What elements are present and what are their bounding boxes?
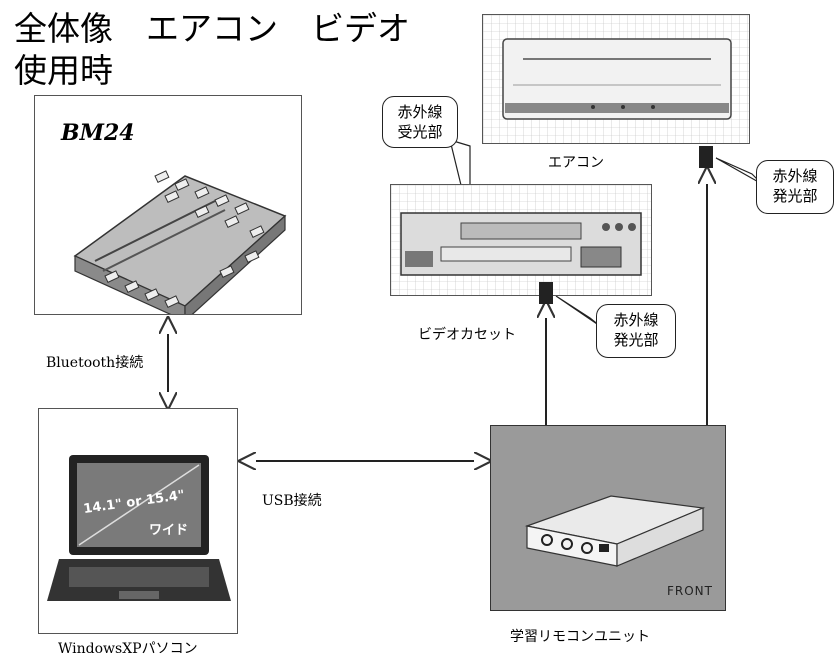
vcr-emitter-line1: 赤外線 <box>613 311 659 329</box>
vcr-image <box>391 185 651 295</box>
braille-display-model: BM24 <box>61 120 135 146</box>
vcr-emitter-pointer <box>555 295 601 327</box>
pc-screen-sub: ワイド <box>149 523 189 538</box>
braille-display-image <box>73 170 287 314</box>
braille-display-box: BM24 <box>34 95 302 315</box>
diagram-title: 全体像 エアコン ビデオ 使用時 <box>14 8 410 92</box>
title-line-2: 使用時 <box>14 51 113 90</box>
aircon-ir-emitter <box>699 146 713 168</box>
remote-unit-panel-text: FRONT <box>667 584 713 598</box>
ir-receiver-line2: 受光部 <box>397 123 443 141</box>
pc-box: 14.1" or 15.4" ワイド <box>38 408 238 634</box>
title-line-1: 全体像 エアコン ビデオ <box>14 9 410 48</box>
usb-label: USB接続 <box>262 493 322 509</box>
aircon-emitter-line1: 赤外線 <box>772 167 818 185</box>
ir-receiver-line1: 赤外線 <box>397 103 443 121</box>
vcr-ir-emitter-callout: 赤外線 発光部 <box>596 304 676 358</box>
aircon-ir-emitter-callout: 赤外線 発光部 <box>756 160 834 214</box>
pc-caption: WindowsXPパソコン <box>58 641 198 657</box>
bluetooth-label: Bluetooth接続 <box>46 355 144 371</box>
remote-unit-caption: 学習リモコンユニット <box>510 629 650 645</box>
aircon-emitter-line2: 発光部 <box>772 187 818 205</box>
vcr-box <box>390 184 652 296</box>
aircon-caption: エアコン <box>548 155 604 171</box>
pc-image <box>47 455 231 601</box>
remote-unit-image <box>524 495 706 567</box>
aircon-image <box>483 15 749 143</box>
remote-unit-box: FRONT <box>490 425 726 611</box>
vcr-emitter-line2: 発光部 <box>613 331 659 349</box>
vcr-ir-emitter <box>539 282 553 304</box>
ir-receiver-callout: 赤外線 受光部 <box>382 96 458 148</box>
aircon-box <box>482 14 750 144</box>
vcr-caption: ビデオカセット <box>418 327 516 343</box>
